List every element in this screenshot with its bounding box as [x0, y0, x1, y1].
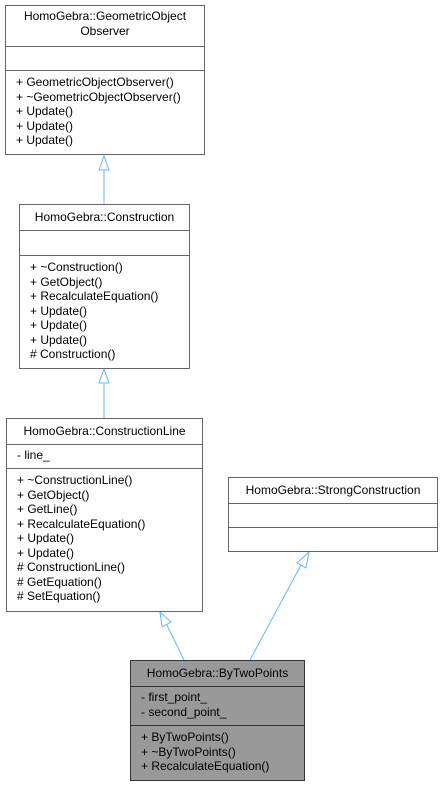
- attribute-row: - line_: [17, 448, 50, 462]
- methods-section-construction-line: + ~ConstructionLine() + GetObject() + Ge…: [7, 468, 202, 608]
- method-row: + ByTwoPoints(): [141, 730, 229, 744]
- class-box-construction-line[interactable]: HomoGebra::ConstructionLine - line_ + ~C…: [6, 418, 203, 612]
- method-row: + ~ConstructionLine(): [17, 473, 133, 487]
- class-title-geometric-object-observer: HomoGebra::GeometricObject Observer: [23, 9, 187, 38]
- method-row: # GetEquation(): [17, 574, 102, 589]
- class-title-construction-line: HomoGebra::ConstructionLine: [23, 424, 186, 438]
- arrowhead-construction-line: [159, 610, 172, 628]
- arrowhead-strong-construction: [296, 550, 310, 569]
- class-box-geometric-object-observer[interactable]: HomoGebra::GeometricObject Observer + Ge…: [5, 5, 205, 155]
- method-row: + ~GeometricObjectObserver(): [16, 89, 181, 104]
- attribute-row: - second_point_: [141, 704, 227, 719]
- method-row: + RecalculateEquation(): [30, 289, 159, 303]
- method-row: + Update(): [16, 133, 74, 147]
- method-row: + Update(): [16, 118, 74, 133]
- method-row: + ~Construction(): [30, 260, 123, 274]
- methods-section-strong-construction: [229, 527, 437, 551]
- method-row: + GeometricObjectObserver(): [16, 75, 174, 89]
- attributes-section-by-two-points: - first_point_ - second_point_: [131, 686, 304, 725]
- method-row: # SetEquation(): [17, 589, 101, 603]
- method-row: + GetLine(): [17, 502, 78, 516]
- class-box-construction[interactable]: HomoGebra::Construction + ~Construction(…: [19, 204, 190, 369]
- method-row: + Update(): [30, 303, 88, 318]
- class-title-strong-construction: HomoGebra::StrongConstruction: [245, 483, 421, 497]
- arrowhead-construction: [98, 367, 110, 384]
- class-title-by-two-points: HomoGebra::ByTwoPoints: [146, 666, 289, 680]
- method-row: + RecalculateEquation(): [141, 759, 270, 773]
- method-row: + Update(): [17, 531, 75, 545]
- method-row: + Update(): [30, 318, 88, 332]
- method-row: + Update(): [16, 104, 74, 118]
- attributes-section-geometric-object-observer: [6, 46, 204, 70]
- method-row: + Update(): [30, 332, 88, 347]
- attributes-section-strong-construction: [229, 503, 437, 527]
- attribute-row: - first_point_: [141, 690, 208, 704]
- methods-section-by-two-points: + ByTwoPoints() + ~ByTwoPoints() + Recal…: [131, 725, 304, 778]
- method-row: + GetObject(): [17, 487, 90, 502]
- attributes-section-construction: [20, 230, 189, 255]
- method-row: + ~ByTwoPoints(): [141, 744, 236, 759]
- method-row: # Construction(): [30, 347, 116, 361]
- attributes-section-construction-line: - line_: [7, 444, 202, 468]
- edge-by-two-points-to-construction-line: [166, 624, 185, 661]
- method-row: + Update(): [17, 545, 75, 560]
- edge-by-two-points-to-strong-construction: [249, 564, 302, 661]
- arrowhead-geometric-object-observer: [98, 154, 110, 171]
- class-box-strong-construction[interactable]: HomoGebra::StrongConstruction: [228, 477, 438, 552]
- method-row: # ConstructionLine(): [17, 560, 126, 574]
- methods-section-geometric-object-observer: + GeometricObjectObserver() + ~Geometric…: [6, 70, 204, 152]
- method-row: + GetObject(): [30, 274, 103, 289]
- class-box-by-two-points[interactable]: HomoGebra::ByTwoPoints - first_point_ - …: [130, 660, 305, 781]
- method-row: + RecalculateEquation(): [17, 516, 146, 531]
- methods-section-construction: + ~Construction() + GetObject() + Recalc…: [20, 255, 189, 366]
- class-title-construction: HomoGebra::Construction: [34, 210, 175, 224]
